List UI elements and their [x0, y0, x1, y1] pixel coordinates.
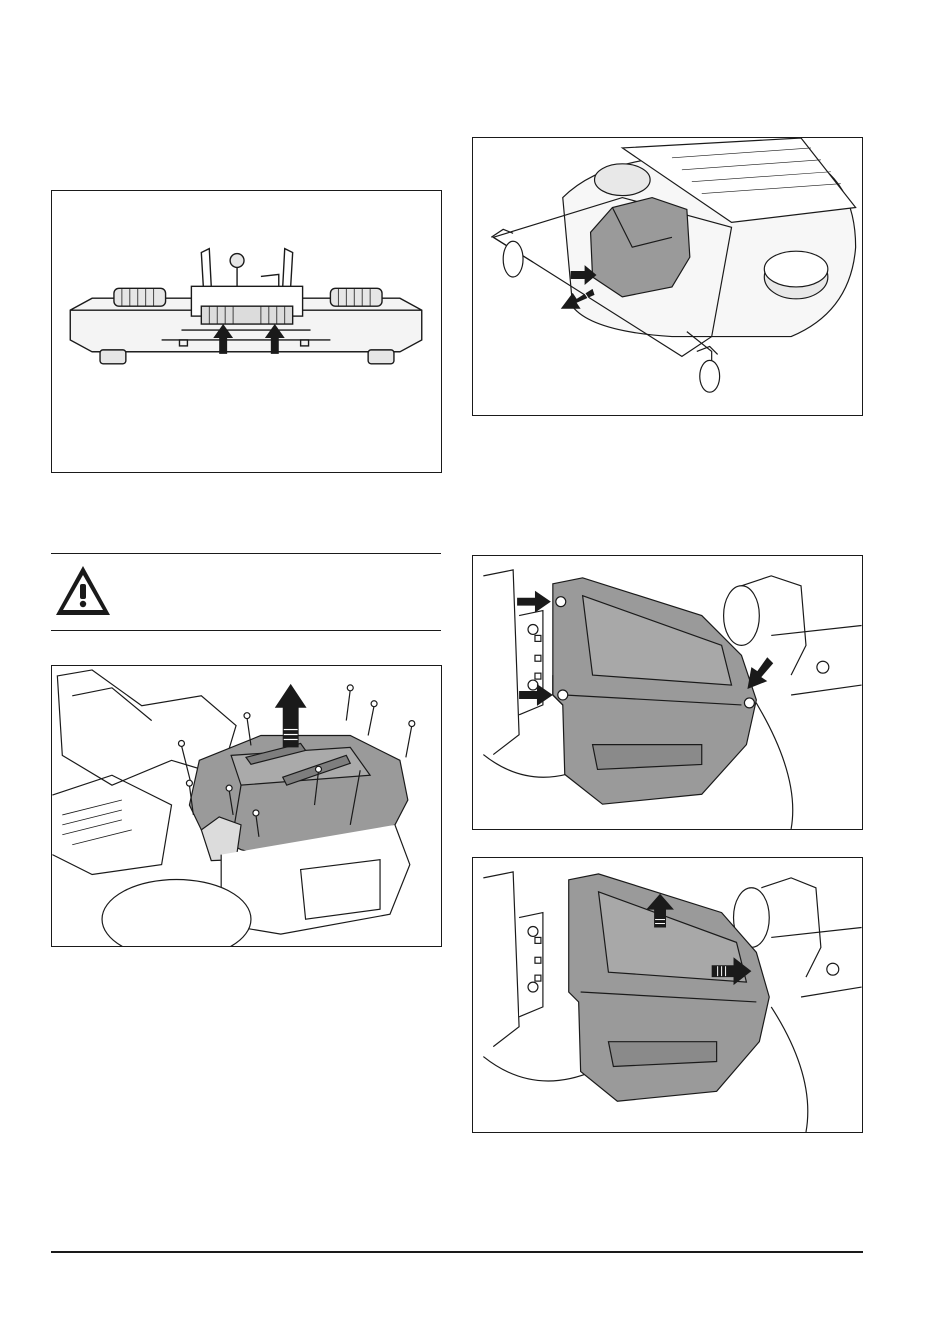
warning-triangle-icon — [53, 563, 113, 619]
screw-icon — [556, 597, 566, 607]
warning-bottom-rule — [51, 630, 441, 631]
arrow-right-icon — [517, 591, 551, 613]
warning-top-rule — [51, 553, 441, 554]
screw-icon — [558, 690, 568, 700]
figure-deck-top — [472, 137, 863, 416]
deck-front-illustration — [52, 191, 441, 472]
arrow-down-left-icon — [747, 657, 773, 689]
figure-side-panel-remove — [472, 857, 863, 1133]
warning-block — [51, 553, 441, 631]
screw-icon — [744, 698, 754, 708]
side-panel-removal-illustration — [473, 858, 862, 1132]
engine-cover-illustration — [52, 666, 441, 946]
footer-rule — [51, 1251, 863, 1253]
figure-deck-front — [51, 190, 442, 473]
deck-top-illustration — [473, 138, 862, 415]
figure-engine-cover — [51, 665, 442, 947]
side-panel-screws-illustration — [473, 556, 862, 829]
figure-side-panel-screws — [472, 555, 863, 830]
